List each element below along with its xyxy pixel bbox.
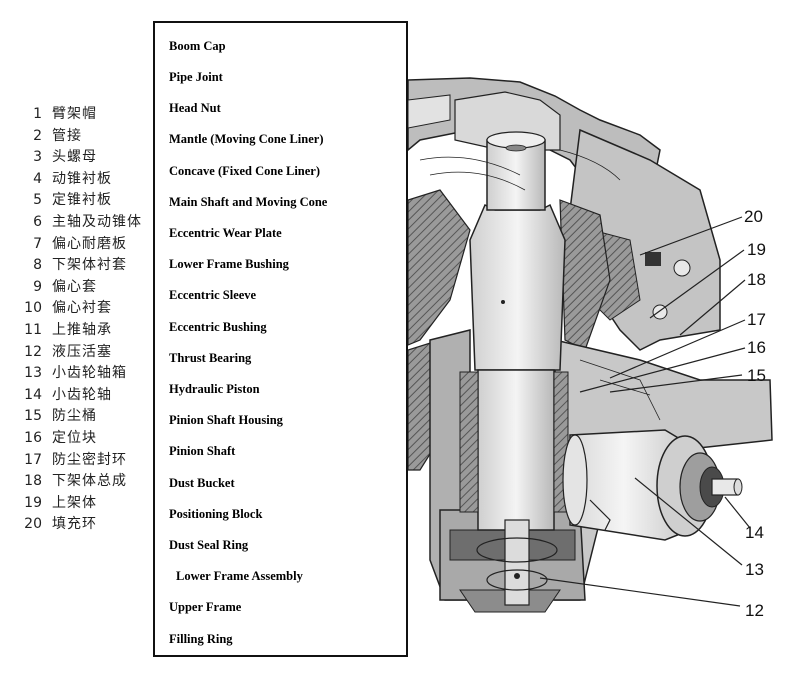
cn-part-name: 定锥衬板 [52, 192, 112, 209]
cn-part-number: 8 [33, 257, 42, 274]
legend-item: Head Nut [169, 101, 221, 115]
cn-part-name: 偏心衬套 [52, 300, 112, 317]
cn-part-item: 11 上推轴承 [18, 320, 148, 342]
legend-item: Positioning Block [169, 507, 263, 521]
callout-number: 12 [745, 601, 764, 620]
legend-item: Filling Ring [169, 632, 233, 646]
cn-part-number: 18 [24, 473, 42, 490]
callout-leader-lines [539, 216, 751, 607]
cn-part-number: 5 [33, 192, 42, 209]
cn-part-item: 12 液压活塞 [18, 342, 148, 364]
callout-number: 14 [745, 523, 764, 542]
cn-part-name: 主轴及动锥体 [52, 213, 142, 230]
cn-part-name: 头螺母 [52, 149, 97, 166]
pinion-shaft-housing [562, 429, 743, 541]
chinese-parts-list: 1 臂架帽 2 管接 3 头螺母 4 动锥衬板 5 定锥衬板 6 主轴及动锥体 7 偏心耐磨板… [18, 104, 148, 536]
legend-item: Eccentric Bushing [169, 320, 267, 334]
cn-part-number: 14 [24, 386, 42, 403]
cn-part-name: 管接 [52, 127, 82, 144]
cn-part-name: 偏心套 [52, 278, 97, 295]
cn-part-item: 19 上架体 [18, 493, 148, 515]
cn-part-item: 20 填充环 [18, 514, 148, 536]
cn-part-item: 3 头螺母 [18, 147, 148, 169]
callout-number: 13 [745, 560, 764, 579]
cn-part-item: 4 动锥衬板 [18, 169, 148, 191]
legend-item: Main Shaft and Moving Cone [169, 195, 328, 209]
cn-part-name: 定位块 [52, 429, 97, 446]
callout-number: 19 [747, 240, 766, 259]
cn-part-number: 17 [24, 451, 42, 468]
cn-part-name: 防尘桶 [52, 408, 97, 425]
cn-part-name: 填充环 [52, 516, 97, 533]
cn-part-number: 6 [33, 213, 42, 230]
callout-number: 20 [744, 207, 763, 226]
cn-part-number: 13 [24, 365, 42, 382]
hydraulic-piston-assembly [476, 519, 558, 606]
cn-part-item: 13 小齿轮轴箱 [18, 363, 148, 385]
cn-part-item: 8 下架体衬套 [18, 255, 148, 277]
cn-part-name: 上推轴承 [52, 321, 112, 338]
legend-item: Concave (Fixed Cone Liner) [169, 164, 321, 178]
detail-lines [419, 149, 661, 421]
cn-part-item: 17 防尘密封环 [18, 450, 148, 472]
cn-part-name: 下架体总成 [52, 473, 127, 490]
cn-part-number: 15 [24, 408, 42, 425]
cn-part-name: 液压活塞 [52, 343, 112, 360]
cn-part-name: 上架体 [52, 494, 97, 511]
cn-part-item: 2 管接 [18, 126, 148, 148]
legend-item: Pinion Shaft [169, 444, 236, 458]
cn-part-number: 11 [24, 321, 42, 338]
cn-part-name: 小齿轮轴 [52, 386, 112, 403]
cn-part-item: 15 防尘桶 [18, 406, 148, 428]
cn-part-item: 9 偏心套 [18, 277, 148, 299]
cn-part-item: 14 小齿轮轴 [18, 385, 148, 407]
legend-item: Eccentric Sleeve [169, 288, 257, 302]
cn-part-number: 1 [33, 106, 42, 122]
cn-part-item: 10 偏心衬套 [18, 298, 148, 320]
cn-part-number: 7 [33, 235, 42, 252]
legend-item: Dust Seal Ring [169, 538, 249, 552]
cn-part-number: 3 [33, 149, 42, 166]
legend-item: Pipe Joint [169, 70, 223, 84]
cn-part-number: 10 [24, 300, 42, 317]
legend-item: Hydraulic Piston [169, 382, 260, 396]
cn-part-number: 19 [24, 494, 42, 511]
cn-part-item: 18 下架体总成 [18, 471, 148, 493]
cn-part-name: 动锥衬板 [52, 170, 112, 187]
legend-item: Thrust Bearing [169, 351, 252, 365]
legend-item: Mantle (Moving Cone Liner) [169, 132, 324, 146]
legend-item: Lower Frame Bushing [169, 257, 289, 271]
legend-item: Eccentric Wear Plate [169, 226, 282, 240]
cn-part-name: 下架体衬套 [52, 257, 127, 274]
cone-crusher-cutaway-drawing [408, 77, 773, 613]
legend-item: Boom Cap [169, 39, 226, 53]
cn-part-name: 防尘密封环 [52, 451, 127, 468]
cn-part-name: 小齿轮轴箱 [52, 365, 127, 382]
cn-part-item: 16 定位块 [18, 428, 148, 450]
callout-number: 17 [747, 310, 766, 329]
cn-part-item: 5 定锥衬板 [18, 190, 148, 212]
legend-item: Dust Bucket [169, 476, 235, 490]
legend-item: Upper Frame [169, 600, 242, 614]
cn-part-number: 9 [33, 278, 42, 295]
cn-part-item: 1 臂架帽 [18, 104, 148, 126]
cn-part-number: 2 [33, 127, 42, 144]
cn-part-number: 16 [24, 429, 42, 446]
cn-part-item: 7 偏心耐磨板 [18, 234, 148, 256]
english-legend-box: Boom Cap Pipe Joint Head Nut Mantle (Mov… [153, 21, 408, 657]
cn-part-number: 20 [24, 516, 42, 533]
legend-item: Pinion Shaft Housing [169, 413, 283, 427]
cn-part-number: 12 [24, 343, 42, 360]
main-shaft-and-moving-cone [459, 131, 569, 531]
cn-part-item: 6 主轴及动锥体 [18, 212, 148, 234]
callout-number: 18 [747, 270, 766, 289]
cn-part-name: 偏心耐磨板 [52, 235, 127, 252]
callout-number: 16 [747, 338, 766, 357]
cn-part-name: 臂架帽 [52, 106, 97, 122]
cn-part-number: 4 [33, 170, 42, 187]
legend-item: Lower Frame Assembly [176, 569, 303, 583]
callout-number: 15 [747, 366, 766, 385]
